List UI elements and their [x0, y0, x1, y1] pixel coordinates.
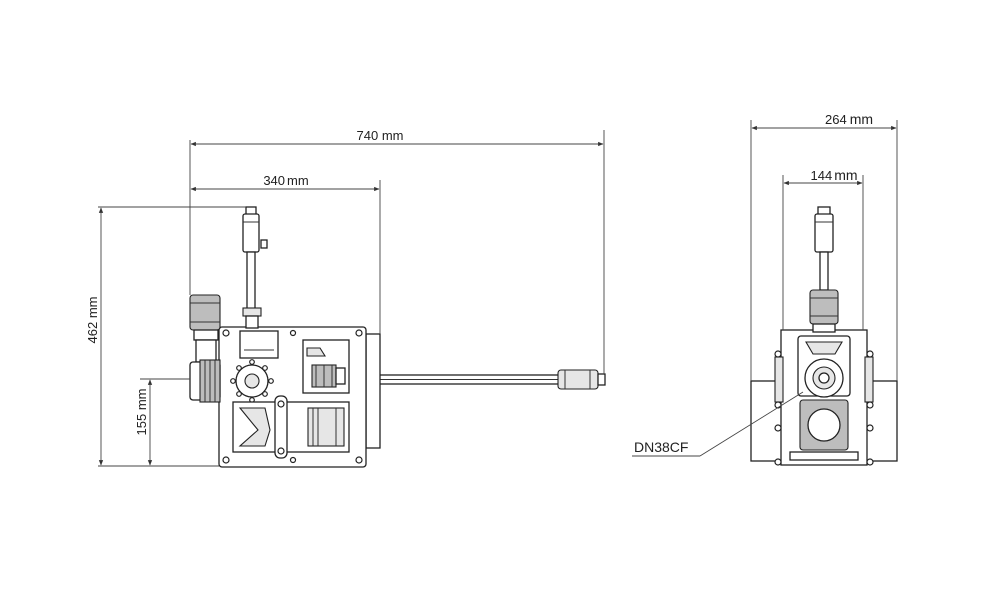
flange-callout: DN38CF [632, 391, 804, 457]
sample-holder-box [302, 339, 350, 394]
transfer-section [232, 395, 350, 459]
vertical-feedthrough [242, 206, 268, 329]
flange-callout-label: DN38CF [634, 439, 688, 455]
dn38cf-flange [797, 335, 851, 398]
dim-height-label: 462 mm [85, 297, 100, 344]
side-flange-block [365, 333, 381, 449]
circular-port [230, 359, 274, 403]
dim-port-height: 155 mm [134, 379, 153, 466]
side-vertical-feedthrough [809, 206, 839, 333]
viewport-box [239, 330, 279, 359]
dim-port-height-label: 155 mm [134, 389, 149, 436]
dim-height: 462 mm [85, 207, 104, 466]
linear-feedthrough-rod [365, 369, 606, 390]
dim-overall-length: 740 mm [190, 128, 604, 147]
dim-overall-length-label: 740 mm [357, 128, 404, 143]
side-lower-body [789, 399, 859, 461]
motor-valve-assembly [189, 294, 221, 403]
